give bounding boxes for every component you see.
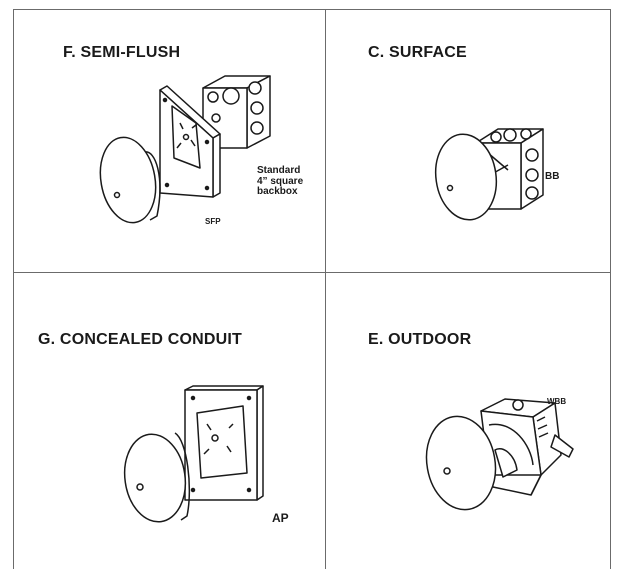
- surface-mount-illustration: [434, 128, 544, 221]
- callout-standard-backbox: Standard 4” square backbox: [257, 165, 304, 198]
- callout-line: 4” square: [257, 175, 304, 187]
- grid-divider-horizontal: [13, 272, 611, 273]
- part-code-ap: AP: [272, 511, 289, 525]
- semi-flush-mount-illustration: [99, 75, 271, 224]
- grid-divider-vertical: [325, 9, 326, 569]
- callout-line: backbox: [257, 186, 298, 197]
- panel-title-outdoor: E. OUTDOOR: [368, 331, 472, 348]
- outdoor-mount-illustration: [425, 398, 574, 511]
- concealed-conduit-mount-illustration: [123, 385, 264, 523]
- panel-title-concealed-conduit: G. CONCEALED CONDUIT: [38, 331, 242, 348]
- panel-title-semi-flush: F. SEMI-FLUSH: [63, 44, 181, 61]
- diagram-grid: [13, 9, 611, 569]
- part-code-wbb: WBB: [547, 397, 567, 406]
- callout-line: Standard: [257, 165, 301, 176]
- panel-title-surface: C. SURFACE: [368, 44, 467, 61]
- part-code-bb: BB: [545, 171, 560, 182]
- part-code-sfp: SFP: [205, 217, 221, 226]
